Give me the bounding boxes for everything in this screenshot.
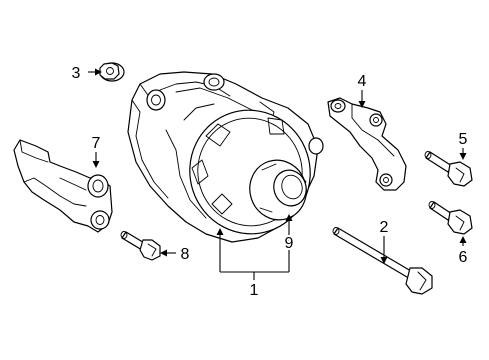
callout-1: 1 bbox=[250, 282, 259, 299]
part-1-alternator bbox=[127, 71, 324, 243]
part-6-bolt bbox=[428, 201, 473, 235]
part-2-long-bolt bbox=[332, 227, 433, 295]
part-8-bolt bbox=[120, 231, 161, 261]
callout-4: 4 bbox=[358, 73, 367, 90]
callout-labels: 3 7 8 4 5 6 2 9 1 bbox=[72, 65, 468, 299]
part-7-mounting-bracket bbox=[13, 139, 113, 233]
part-5-bolt bbox=[424, 151, 473, 187]
leader-lines bbox=[88, 68, 467, 280]
callout-2: 2 bbox=[380, 219, 389, 236]
callout-6: 6 bbox=[459, 249, 468, 266]
callout-5: 5 bbox=[459, 131, 468, 148]
part-4-bracket bbox=[327, 97, 407, 191]
callout-7: 7 bbox=[92, 135, 101, 152]
part-3-flange-nut bbox=[99, 62, 125, 82]
callout-9: 9 bbox=[285, 235, 294, 252]
callout-8: 8 bbox=[181, 246, 190, 263]
callout-3: 3 bbox=[72, 65, 81, 82]
